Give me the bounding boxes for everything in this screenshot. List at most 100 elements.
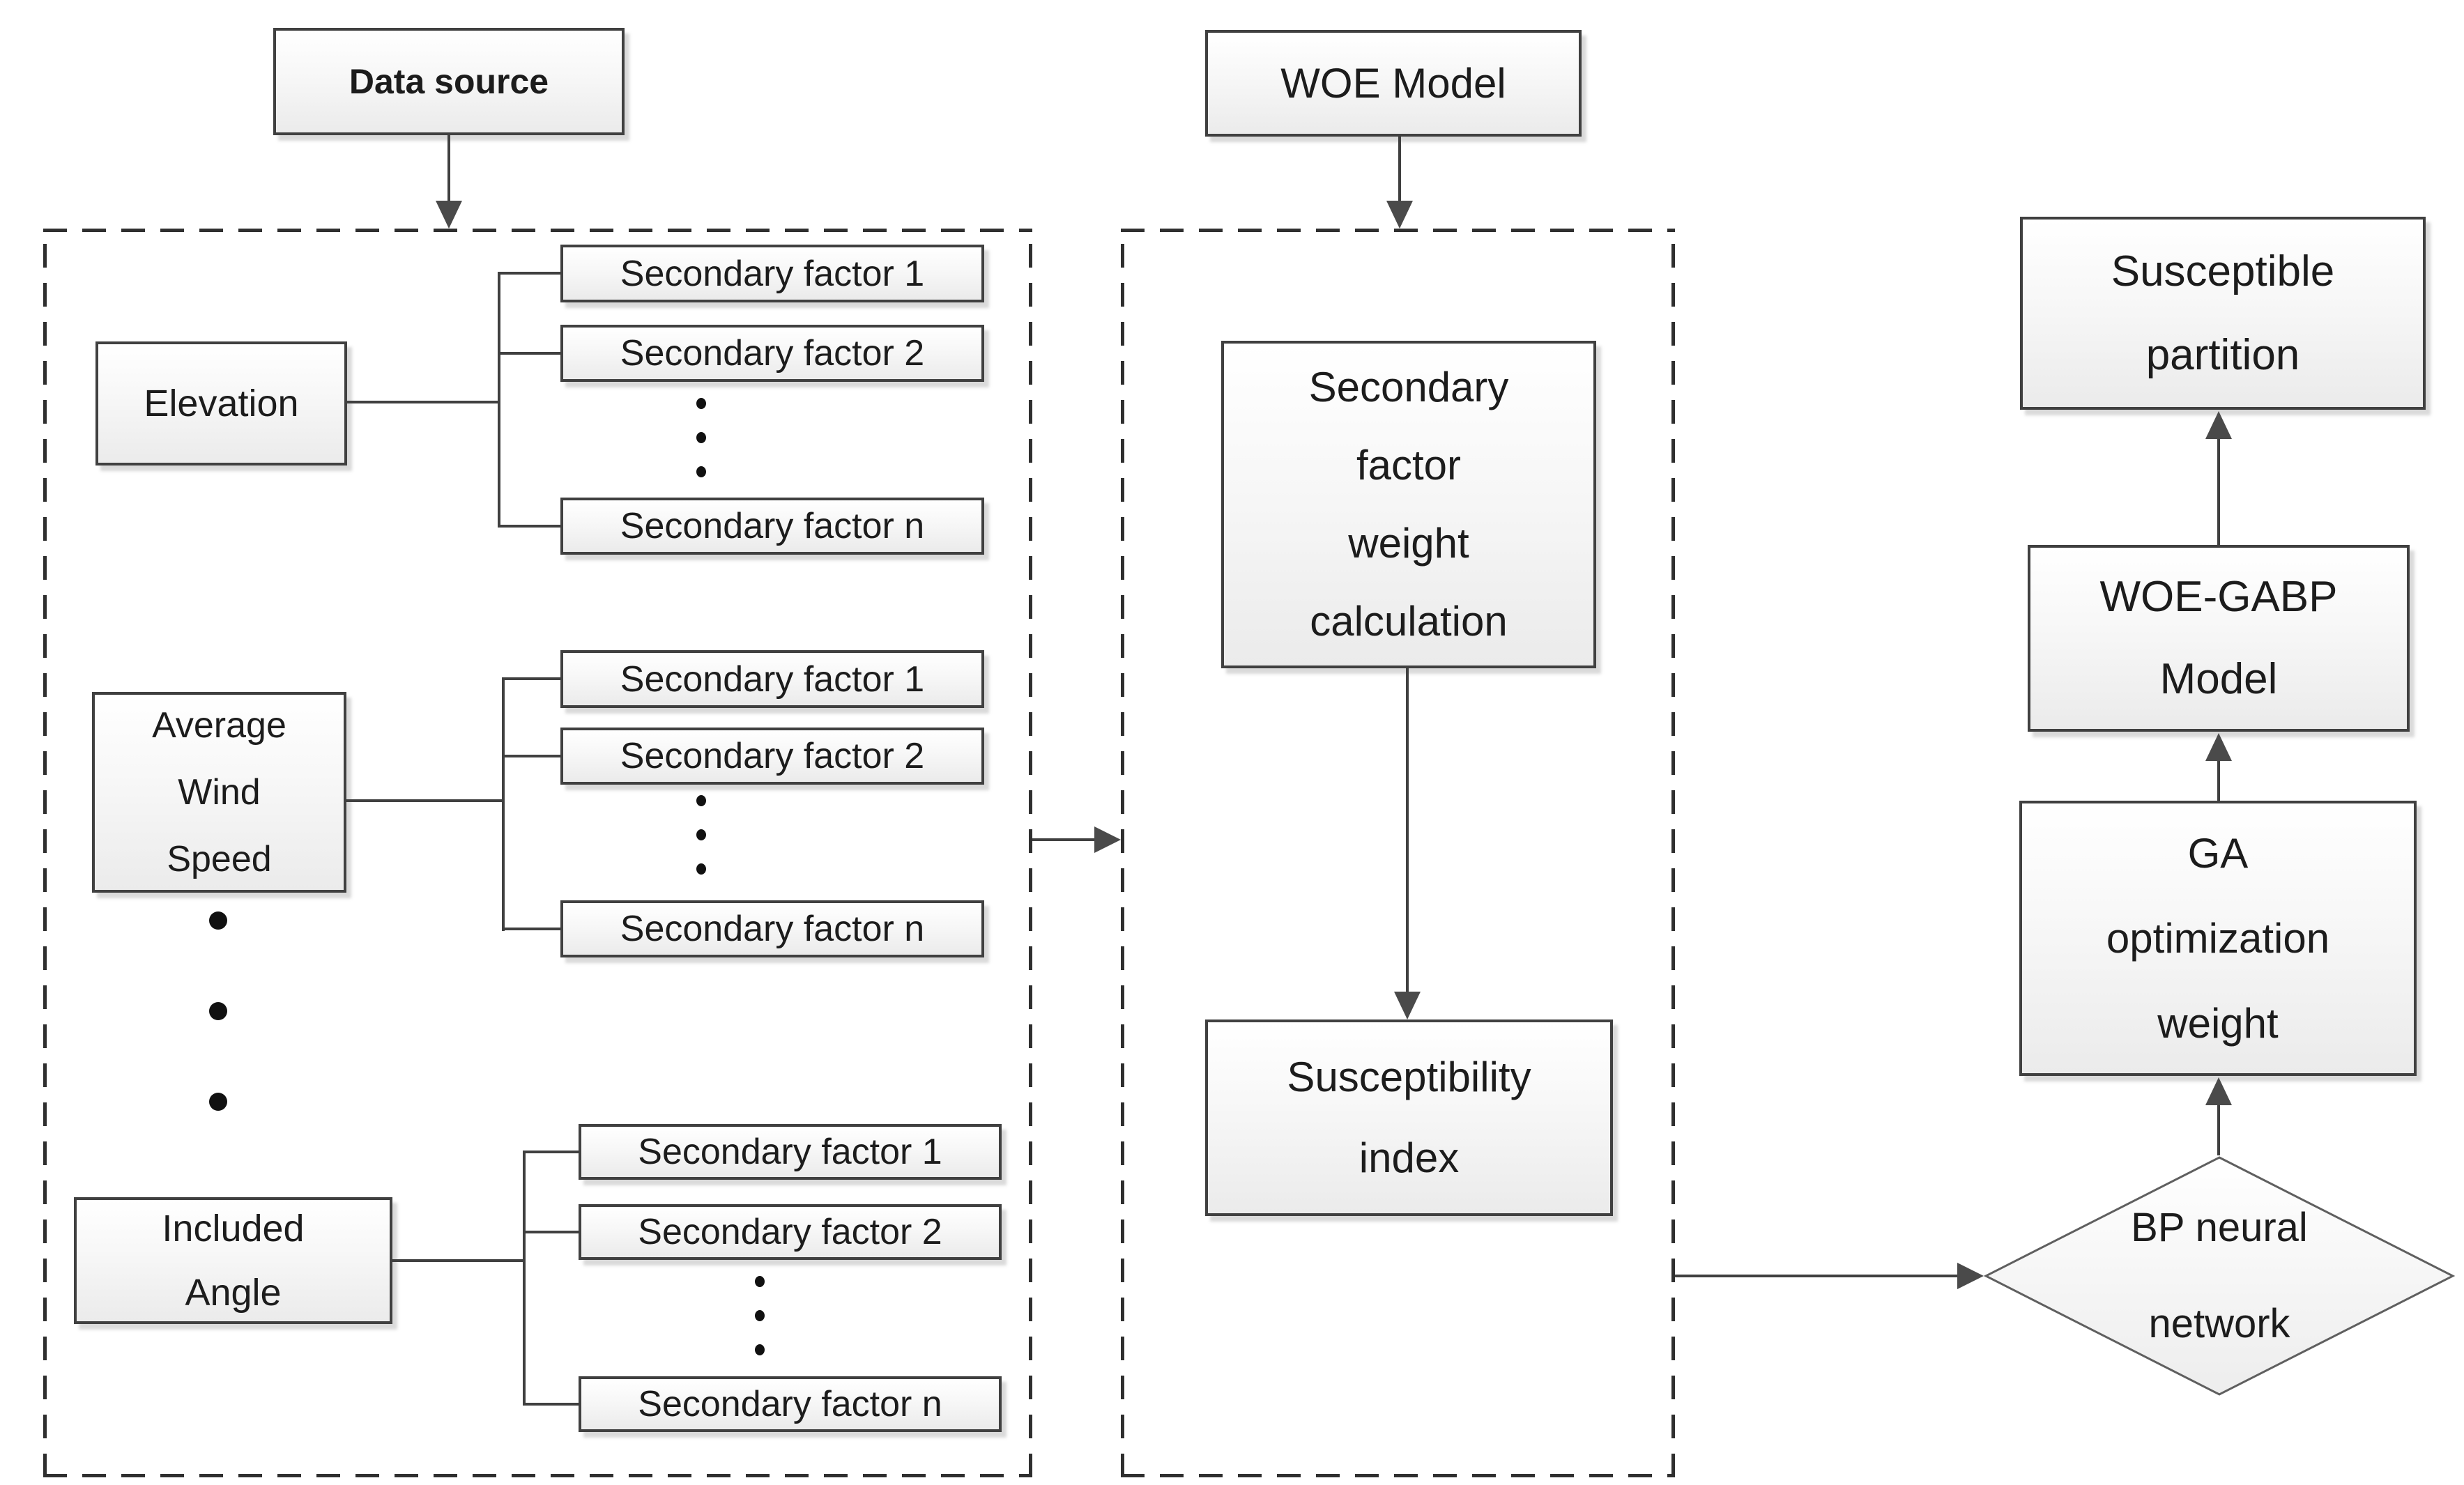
sfwc-line: Secondary xyxy=(1308,364,1509,410)
factor-stub-line xyxy=(523,1151,579,1153)
vertical-ellipsis xyxy=(696,398,706,500)
connector-woe-model-line xyxy=(1398,137,1401,201)
vertical-ellipsis xyxy=(755,1276,765,1378)
woe-gabp-model-line: Model xyxy=(2159,655,2278,703)
ellipsis-dot xyxy=(209,1093,227,1111)
ellipsis-dot xyxy=(755,1344,765,1355)
included-angle-line: Angle xyxy=(185,1272,282,1314)
connector-gabp-to-partition xyxy=(2217,439,2220,545)
connector-sfwc-to-index xyxy=(1406,668,1409,992)
secondary-factor-box: Secondary factor 2 xyxy=(560,325,984,382)
arrowhead-down-icon xyxy=(1394,992,1421,1020)
average-wind-speed-line: Average xyxy=(152,705,286,746)
ellipsis-dot xyxy=(696,466,706,477)
sfwc-line: weight xyxy=(1348,520,1469,567)
arrowhead-right-icon xyxy=(1094,826,1121,853)
included-angle-line: Included xyxy=(162,1208,305,1249)
ellipsis-dot xyxy=(209,911,227,930)
secondary-factor-label: Secondary factor 2 xyxy=(638,1212,942,1252)
ellipsis-dot xyxy=(755,1310,765,1321)
factor-stub-line xyxy=(502,755,560,757)
ellipsis-dot xyxy=(696,829,706,840)
arrowhead-down-icon xyxy=(1386,201,1413,229)
arrowhead-up-icon xyxy=(2205,1077,2232,1105)
secondary-factor-label: Secondary factor 1 xyxy=(638,1132,942,1172)
ellipsis-dot xyxy=(696,432,706,443)
woe-model-box: WOE Model xyxy=(1205,30,1582,137)
secondary-factor-label: Secondary factor 1 xyxy=(620,253,925,294)
data-source-box: Data source xyxy=(273,28,625,135)
ellipsis-dot xyxy=(209,1002,227,1020)
woe-gabp-model-box: WOE-GABP Model xyxy=(2028,545,2410,732)
susceptibility-index-box: Susceptibility index xyxy=(1205,1020,1613,1216)
factor-trunk-line xyxy=(502,677,505,931)
arrowhead-up-icon xyxy=(2205,733,2232,761)
diamond-shape-icon xyxy=(1984,1156,2455,1396)
average-wind-speed-line: Wind xyxy=(178,772,261,813)
secondary-factor-box: Secondary factor n xyxy=(579,1376,1002,1432)
secondary-factor-label: Secondary factor 2 xyxy=(620,736,925,776)
secondary-factor-weight-calculation-box: Secondary factor weight calculation xyxy=(1221,341,1596,668)
factor-trunk-line xyxy=(498,272,500,528)
connector-middle-to-diamond xyxy=(1675,1275,1957,1277)
vertical-ellipsis xyxy=(696,795,706,898)
susceptibility-index-line: index xyxy=(1359,1134,1460,1181)
bp-neural-network-diamond: BP neural network xyxy=(1984,1155,2455,1396)
primary-factor-ellipsis xyxy=(209,911,227,1183)
connector-aws-trunk xyxy=(346,799,503,802)
secondary-factor-box: Secondary factor 2 xyxy=(579,1204,1002,1260)
connector-ga-to-gabp xyxy=(2217,761,2220,801)
factor-stub-line xyxy=(523,1231,579,1233)
sfwc-line: calculation xyxy=(1310,598,1508,645)
average-wind-speed-line: Speed xyxy=(167,839,272,879)
elevation-box: Elevation xyxy=(95,341,347,465)
ga-optimization-line: GA xyxy=(2187,829,2249,877)
susceptible-partition-line: Susceptible xyxy=(2111,247,2335,295)
susceptible-partition-box: Susceptible partition xyxy=(2020,217,2426,410)
ellipsis-dot xyxy=(696,795,706,806)
data-source-label: Data source xyxy=(349,62,549,101)
secondary-factor-box: Secondary factor 1 xyxy=(579,1124,1002,1180)
woe-model-label: WOE Model xyxy=(1280,60,1506,107)
included-angle-box: Included Angle xyxy=(74,1197,392,1324)
secondary-factor-label: Secondary factor 1 xyxy=(620,659,925,700)
secondary-factor-box: Secondary factor 1 xyxy=(560,245,984,302)
connector-diamond-to-ga xyxy=(2217,1105,2220,1155)
susceptibility-index-line: Susceptibility xyxy=(1287,1054,1531,1100)
arrowhead-down-icon xyxy=(436,201,462,229)
factor-stub-line xyxy=(498,352,560,355)
ellipsis-dot xyxy=(755,1276,765,1287)
factor-stub-line xyxy=(523,1403,579,1406)
connector-left-to-middle xyxy=(1032,838,1096,841)
secondary-factor-box: Secondary factor 1 xyxy=(560,650,984,708)
connector-data-source-line xyxy=(447,135,450,201)
secondary-factor-label: Secondary factor n xyxy=(620,909,925,949)
connector-elevation-trunk xyxy=(347,401,499,403)
factor-stub-line xyxy=(502,677,560,680)
factor-stub-line xyxy=(498,272,560,275)
woe-gabp-model-line: WOE-GABP xyxy=(2099,573,2338,621)
arrowhead-right-icon xyxy=(1957,1263,1984,1289)
elevation-label: Elevation xyxy=(144,383,299,424)
secondary-factor-box: Secondary factor 2 xyxy=(560,728,984,785)
ga-optimization-line: optimization xyxy=(2106,914,2330,962)
ga-optimization-line: weight xyxy=(2157,999,2279,1047)
secondary-factor-label: Secondary factor n xyxy=(620,506,925,546)
factor-stub-line xyxy=(502,928,560,930)
secondary-factor-box: Secondary factor n xyxy=(560,498,984,555)
susceptible-partition-line: partition xyxy=(2145,330,2300,379)
connector-ia-trunk xyxy=(392,1259,524,1262)
bp-neural-network-line: BP neural xyxy=(2131,1205,2308,1250)
bp-neural-network-line: network xyxy=(2148,1301,2290,1346)
ellipsis-dot xyxy=(696,398,706,409)
secondary-factor-label: Secondary factor n xyxy=(638,1384,942,1424)
sfwc-line: factor xyxy=(1356,442,1462,488)
ellipsis-dot xyxy=(696,863,706,875)
arrowhead-up-icon xyxy=(2205,411,2232,439)
factor-stub-line xyxy=(498,525,560,528)
average-wind-speed-box: Average Wind Speed xyxy=(92,692,346,893)
secondary-factor-label: Secondary factor 2 xyxy=(620,333,925,374)
ga-optimization-weight-box: GA optimization weight xyxy=(2019,801,2417,1076)
factor-trunk-line xyxy=(523,1151,526,1406)
